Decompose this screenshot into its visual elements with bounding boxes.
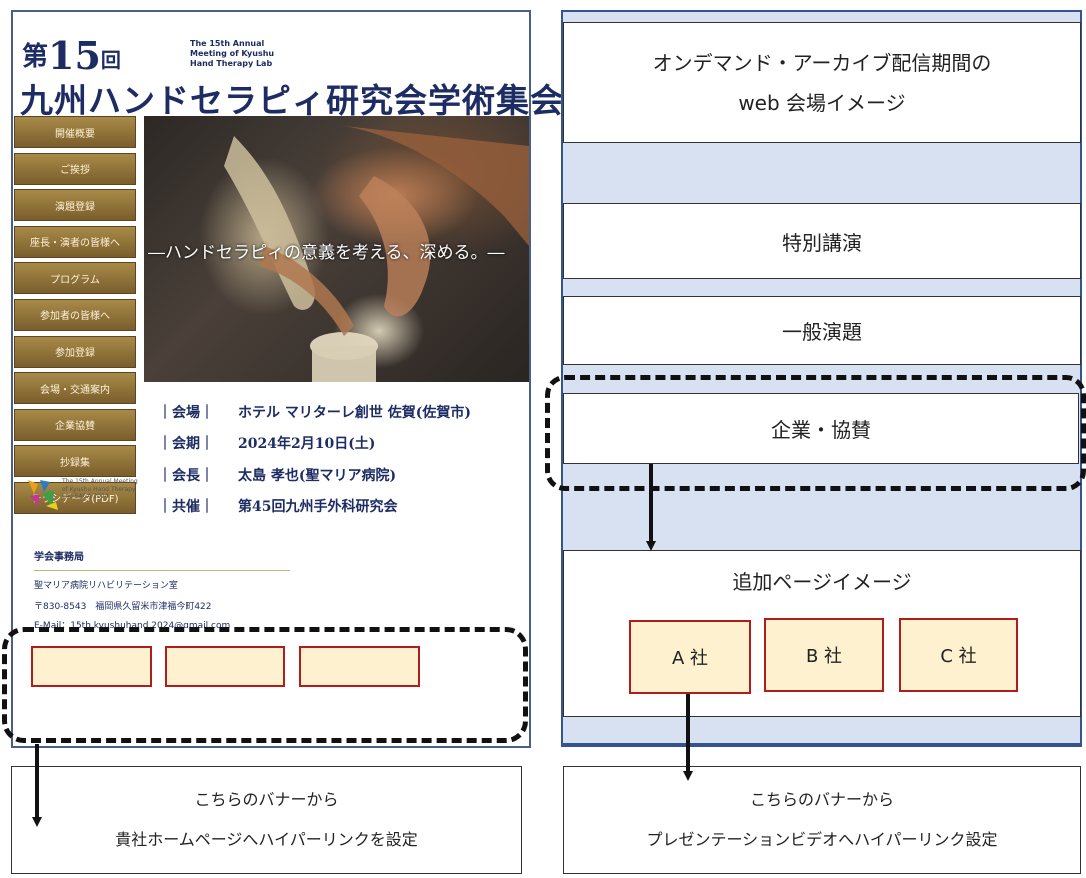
secretariat-department: 聖マリア病院リハビリテーション室 (34, 581, 178, 591)
info-value: 第45回九州手外科研究会 (238, 499, 398, 516)
sponsors-label: 企業・協賛 (771, 418, 871, 442)
sponsor-banner-area (2, 627, 528, 743)
right-note-line1: こちらのバナーから (749, 790, 894, 809)
company-c-banner[interactable]: C 社 (899, 618, 1018, 692)
sponsor-banner-3[interactable] (299, 646, 420, 687)
special-lecture-panel[interactable]: 特別講演 (563, 203, 1081, 279)
right-note-line2: プレゼンテーションビデオへハイパーリンク設定 (646, 830, 998, 849)
secretariat-address: 〒830-8543 福岡県久留米市津福今町422 (34, 602, 212, 612)
edition-suffix: 回 (100, 48, 121, 72)
event-info: 会場 ホテル マリターレ創世 佐賀(佐賀市) 会期 2024年2月10日(土) … (158, 396, 528, 522)
info-label: 共催 (158, 496, 238, 516)
menu-item-overview[interactable]: 開催概要 (14, 116, 136, 148)
menu-item-chairs-speakers[interactable]: 座長・演者の皆様へ (14, 225, 136, 258)
menu-item-abstract-submission[interactable]: 演題登録 (14, 189, 136, 222)
venue-heading-line2: web 会場イメージ (738, 90, 906, 115)
menu-item-sponsorship[interactable]: 企業協賛 (14, 408, 136, 441)
info-label: 会場 (158, 402, 238, 422)
hero-tagline: ―ハンドセラピィの意義を考える、深める。― (148, 243, 505, 263)
venue-heading-panel: オンデマンド・アーカイブ配信期間の web 会場イメージ (563, 22, 1081, 143)
menu-item-registration[interactable]: 参加登録 (14, 335, 136, 368)
info-label: 会長 (158, 465, 238, 485)
info-label: 会期 (158, 433, 238, 453)
company-c-label: C 社 (940, 646, 977, 667)
info-row-president: 会長 太島 孝也(聖マリア病院) (158, 459, 528, 491)
menu-item-greeting[interactable]: ご挨拶 (14, 152, 136, 185)
left-note-line1: こちらのバナーから (194, 790, 339, 809)
sponsor-banner-1[interactable] (31, 646, 152, 687)
info-row-cohost: 共催 第45回九州手外科研究会 (158, 491, 528, 523)
menu-item-program[interactable]: プログラム (14, 262, 136, 295)
site-menu: 開催概要 ご挨拶 演題登録 座長・演者の皆様へ プログラム 参加者の皆様へ 参加… (12, 116, 144, 519)
edition-prefix: 第 (22, 42, 49, 72)
left-note-line2: 貴社ホームページへハイパーリンクを設定 (115, 830, 418, 849)
hero-image (144, 116, 529, 382)
edition-number-value: 15 (48, 33, 101, 78)
conference-title: 九州ハンドセラピィ研究会学術集会 (20, 81, 564, 120)
english-title: The 15th Annual Meeting of Kyushu Hand T… (190, 39, 275, 68)
left-note: こちらのバナーから 貴社ホームページへハイパーリンクを設定 (11, 766, 522, 874)
info-row-venue: 会場 ホテル マリターレ創世 佐賀(佐賀市) (158, 396, 528, 428)
company-a-label: A 社 (671, 648, 709, 669)
info-row-date: 会期 2024年2月10日(土) (158, 428, 528, 460)
secretariat-divider (34, 570, 290, 571)
info-value: ホテル マリターレ創世 佐賀(佐賀市) (238, 404, 471, 421)
right-note: こちらのバナーから プレゼンテーションビデオへハイパーリンク設定 (563, 766, 1081, 874)
general-presentations-label: 一般演題 (782, 320, 862, 344)
edition-number: 第15回 (22, 36, 121, 75)
info-value: 太島 孝也(聖マリア病院) (238, 467, 397, 484)
menu-item-proceedings[interactable]: 抄録集 (14, 445, 136, 478)
menu-item-access[interactable]: 会場・交通案内 (14, 372, 136, 405)
venue-heading-line1: オンデマンド・アーカイブ配信期間の (652, 50, 992, 75)
info-value: 2024年2月10日(土) (238, 436, 376, 453)
secretariat-email: E-Mail：15th.kyushuhand.2024@gmail.com (34, 621, 231, 628)
sponsor-banner-2[interactable] (165, 646, 285, 687)
company-b-label: B 社 (805, 646, 843, 667)
company-a-banner[interactable]: A 社 (629, 620, 751, 694)
additional-page-title: 追加ページイメージ (732, 570, 912, 594)
pottery-hands-illustration (224, 126, 529, 382)
logo-mark-icon (28, 480, 58, 510)
sponsors-highlight (545, 375, 1086, 491)
secretariat-title: 学会事務局 (34, 552, 84, 563)
special-lecture-label: 特別講演 (782, 230, 862, 255)
menu-item-participants[interactable]: 参加者の皆様へ (14, 298, 136, 331)
meeting-logo (24, 476, 60, 512)
meeting-logo-text: The 15th Annual Meeting of Kyushu Hand T… (62, 478, 138, 500)
general-presentations-panel[interactable]: 一般演題 (563, 296, 1081, 365)
company-b-banner[interactable]: B 社 (764, 618, 884, 692)
sponsors-panel[interactable]: 企業・協賛 (563, 393, 1079, 464)
